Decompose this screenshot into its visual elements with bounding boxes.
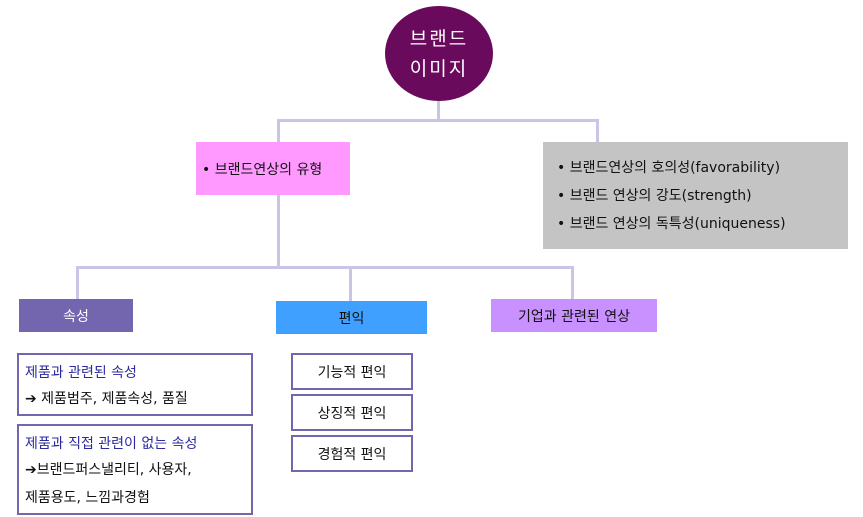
- brand-image-line2: 이미지: [409, 57, 469, 80]
- non-product-attributes-box: 제품과 직접 관련이 없는 속성 ➔브랜드퍼스낼리티, 사용자, 제품용도, 느…: [17, 424, 253, 515]
- connector-to-qualities: [596, 119, 599, 143]
- symbolic-benefit-box: 상징적 편익: [291, 394, 413, 431]
- quality-strength: • 브랜드 연상의 강도(strength): [557, 188, 752, 204]
- category-attributes-label: 속성: [63, 308, 89, 325]
- brand-image-line1: 브랜드: [409, 27, 469, 50]
- experiential-benefit-label: 경험적 편익: [317, 446, 387, 463]
- category-benefits-label: 편익: [338, 310, 365, 327]
- category-benefits: 편익: [276, 301, 427, 334]
- product-related-attributes-box: 제품과 관련된 속성 ➔ 제품범주, 제품속성, 품질: [17, 353, 253, 416]
- connector-to-corporate: [571, 266, 574, 300]
- association-types-label: • 브랜드연상의 유형: [202, 161, 323, 178]
- association-qualities-box: • 브랜드연상의 호의성(favorability) • 브랜드 연상의 강도(…: [543, 142, 848, 249]
- connector-types-down: [277, 195, 280, 269]
- connector-to-benefits: [349, 266, 352, 302]
- non-product-title: 제품과 직접 관련이 없는 속성: [25, 436, 198, 452]
- symbolic-benefit-label: 상징적 편익: [317, 405, 387, 422]
- non-product-detail-2: 제품용도, 느낌과경험: [25, 490, 150, 506]
- connector-root-vertical: [437, 100, 440, 121]
- product-related-title: 제품과 관련된 속성: [25, 365, 137, 381]
- functional-benefit-label: 기능적 편익: [317, 364, 387, 381]
- association-types-box: • 브랜드연상의 유형: [196, 142, 350, 195]
- quality-favorability: • 브랜드연상의 호의성(favorability): [557, 160, 781, 176]
- experiential-benefit-box: 경험적 편익: [291, 435, 413, 472]
- category-corporate: 기업과 관련된 연상: [491, 299, 657, 332]
- functional-benefit-box: 기능적 편익: [291, 353, 413, 390]
- connector-top-horizontal: [277, 119, 599, 122]
- product-related-detail: ➔ 제품범주, 제품속성, 품질: [25, 391, 188, 407]
- connector-to-attributes: [76, 266, 79, 300]
- category-corporate-label: 기업과 관련된 연상: [518, 308, 630, 325]
- category-attributes: 속성: [19, 299, 133, 332]
- quality-uniqueness: • 브랜드 연상의 독특성(uniqueness): [557, 216, 786, 232]
- brand-image-node: 브랜드 이미지: [385, 6, 493, 101]
- connector-to-types: [277, 119, 280, 143]
- connector-mid-horizontal: [76, 266, 574, 269]
- non-product-detail-1: ➔브랜드퍼스낼리티, 사용자,: [25, 462, 192, 478]
